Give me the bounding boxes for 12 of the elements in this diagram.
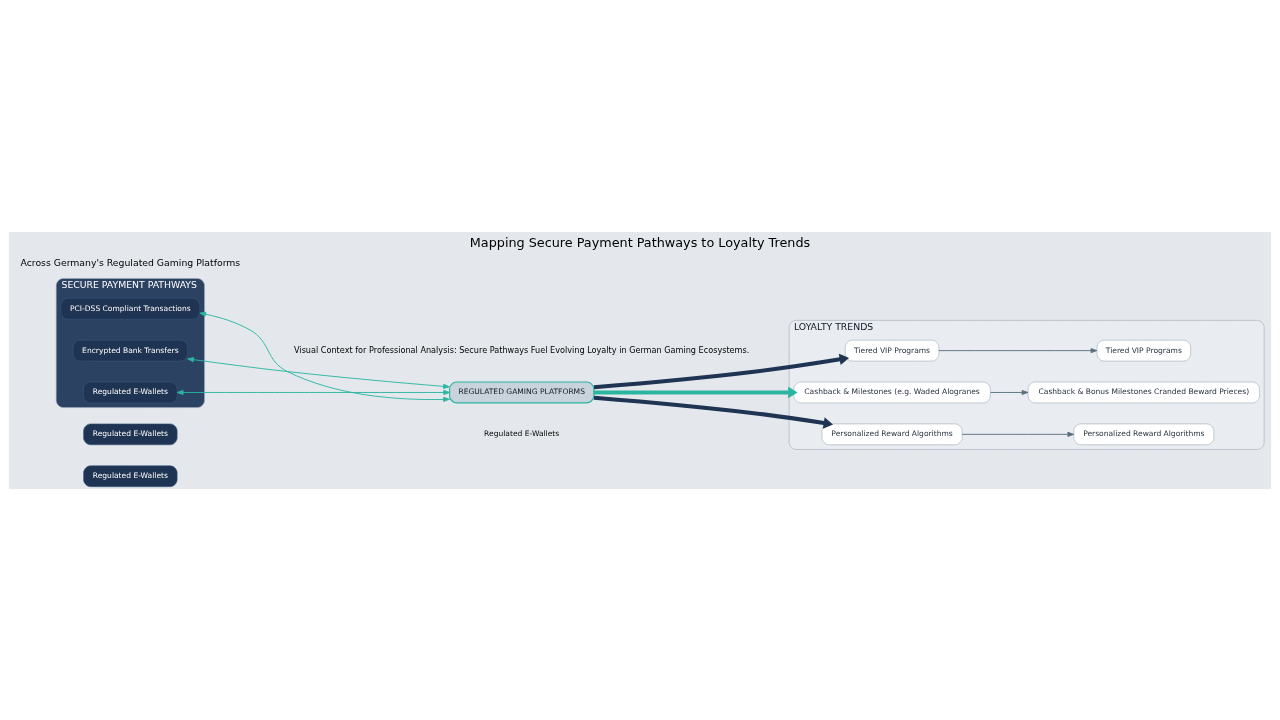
arrow — [199, 311, 450, 402]
arrow — [176, 389, 451, 395]
diagram-title: Mapping Secure Payment Pathways to Loyalty Trends — [469, 234, 811, 250]
arrow — [961, 431, 1075, 437]
arrow — [187, 356, 450, 389]
caption: Visual Context for Professional Analysis: Secure Pathways Fuel Evolving Loyalty in German Gaming Ecosystems. — [294, 344, 750, 355]
arrow — [593, 395, 834, 429]
label: Across Germany's Regulated Gaming Platforms — [20, 256, 241, 268]
arrow — [938, 347, 1098, 353]
arrow — [989, 389, 1029, 395]
arrow — [593, 353, 850, 389]
arrow — [593, 386, 798, 398]
